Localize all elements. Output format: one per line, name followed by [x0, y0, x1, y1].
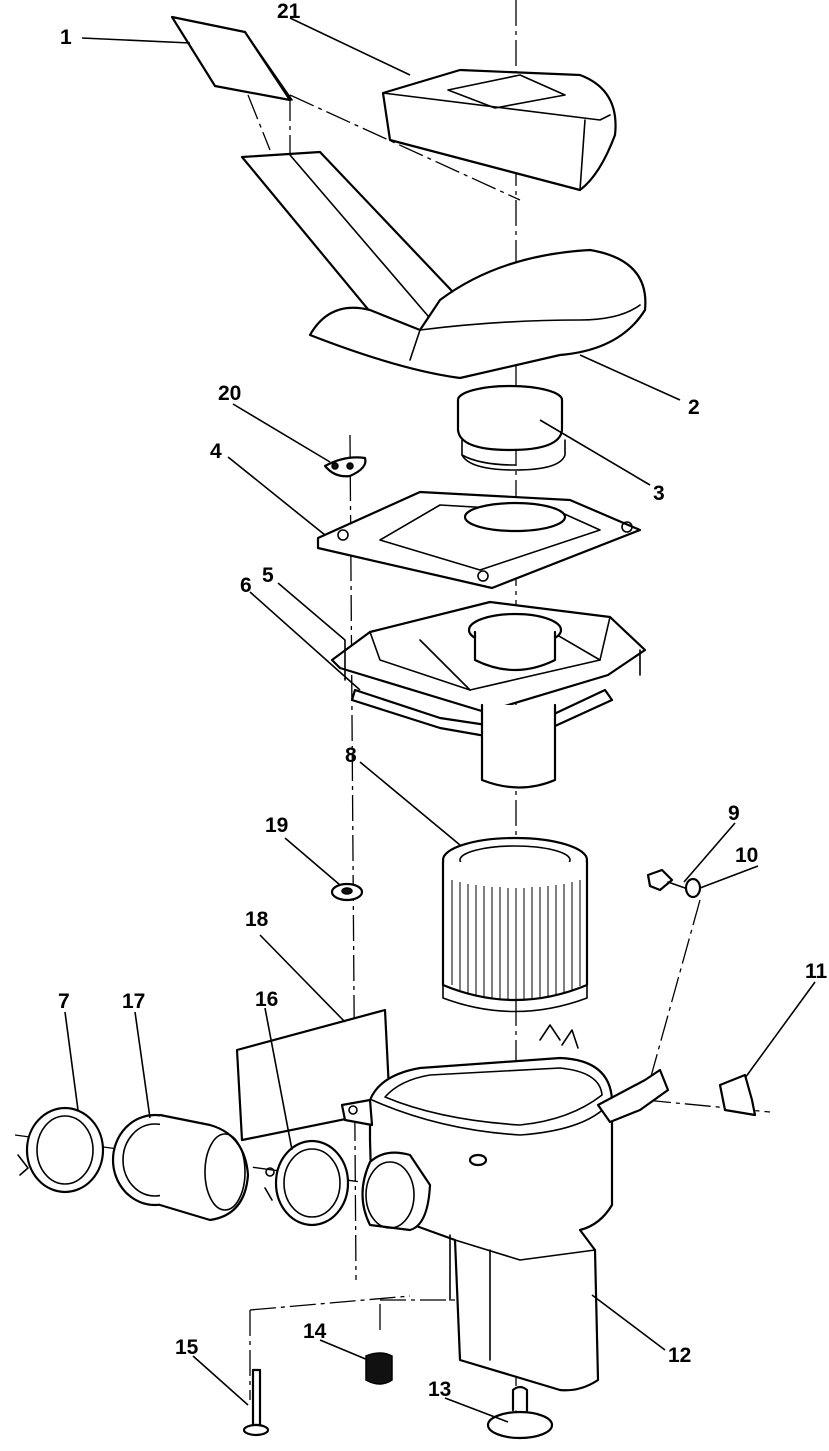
part-13-drain-valve — [486, 1385, 554, 1440]
callout-5: 5 — [262, 564, 274, 587]
part-17-intake-boot — [111, 1113, 250, 1222]
callout-19: 19 — [265, 814, 288, 837]
part-14-plug — [365, 1352, 393, 1385]
callout-17: 17 — [122, 990, 145, 1013]
part-1-plate — [170, 15, 293, 102]
part-5-airbox-lid — [330, 600, 647, 714]
leader-lines — [64, 17, 816, 1423]
part-2-intake-duct — [240, 150, 647, 380]
callout-21: 21 — [277, 0, 301, 23]
callout-3: 3 — [653, 482, 665, 505]
part-19-grommet — [330, 882, 364, 902]
part-12-airbox-body — [340, 1024, 670, 1392]
callout-7: 7 — [58, 990, 70, 1013]
callout-13: 13 — [428, 1378, 451, 1401]
part-9-bolt — [646, 868, 686, 892]
callout-15: 15 — [175, 1336, 199, 1359]
callout-6: 6 — [240, 574, 252, 597]
callout-14: 14 — [303, 1320, 327, 1343]
filter-pleats — [451, 880, 581, 999]
callout-18: 18 — [245, 908, 269, 931]
part-11-bracket — [718, 1073, 757, 1117]
callout-16: 16 — [255, 988, 278, 1011]
part-3-coupler — [456, 384, 566, 471]
callout-20: 20 — [218, 382, 241, 405]
callout-2: 2 — [688, 396, 700, 419]
callout-1: 1 — [60, 26, 72, 49]
part-21-foam-block — [381, 68, 617, 192]
part-10-washer — [684, 877, 702, 899]
callout-12: 12 — [668, 1344, 691, 1367]
callout-9: 9 — [728, 802, 740, 825]
part-7-hose-clamp — [17, 1106, 105, 1194]
callout-4: 4 — [210, 440, 222, 463]
part-15-screw — [242, 1368, 270, 1437]
lid-outlet-tube — [480, 703, 557, 789]
part-4-cover-plate — [316, 490, 642, 590]
callout-10: 10 — [735, 844, 758, 867]
part-20-clip — [323, 456, 367, 478]
part-16-clamp-ring — [264, 1139, 350, 1227]
callout-11: 11 — [805, 960, 828, 983]
callout-numbers: 1 21 2 3 20 4 5 6 8 19 9 10 11 18 16 17 … — [58, 0, 828, 1401]
part-8-air-filter — [441, 836, 589, 1013]
callout-8: 8 — [345, 744, 357, 767]
